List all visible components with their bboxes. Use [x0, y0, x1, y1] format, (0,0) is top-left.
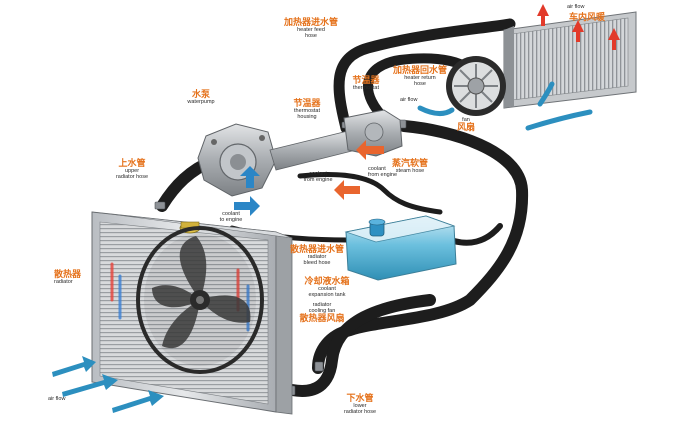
steam-hose: [297, 172, 443, 215]
lower-hose-label: 下水管 lower radiator hose: [343, 394, 377, 416]
airflow-bottom-en: air flow: [48, 396, 66, 402]
airflow-heater-en: air flow: [400, 97, 418, 103]
bleed-hose-label: 散热器进水管 radiator bleed hose: [289, 245, 345, 267]
coolant-expansion-tank: [344, 215, 457, 281]
radiator-airflow-arrows: [52, 356, 164, 413]
cooling-fan-label: radiator cooling fan 散热器风扇: [299, 302, 345, 324]
radiator-en: radiator: [54, 279, 73, 286]
heater-fan: [446, 56, 506, 116]
heater-core: [503, 11, 637, 109]
lower-radiator-hose: [286, 294, 436, 397]
lower-hose-cn: 下水管: [346, 394, 374, 404]
radiator-cn: 散热器: [54, 270, 82, 280]
steam-hose-en: steam hose: [395, 168, 425, 175]
coolant-pipe: [269, 129, 357, 171]
expansion-tank-en: coolant expansion tank: [308, 286, 346, 299]
hoses: [156, 18, 529, 397]
coolant-flow-arrows: [234, 140, 384, 216]
bleed-hose-en: radiator bleed hose: [303, 254, 331, 267]
heater-feed-hose-label: 加热器进水管 heater feed hose: [283, 18, 339, 40]
heater-return-hose-en: heater return hose: [404, 75, 436, 88]
coolant-from-engine-right-label: coolant from engine: [368, 150, 397, 195]
waterpump-cn: 水泵: [191, 90, 210, 100]
thermostat-en: thermostat: [353, 85, 379, 92]
radiator-label: 散热器 radiator: [54, 270, 82, 286]
cabin-air-label: 车内风暖: [569, 13, 606, 23]
airflow-heater-label: air flow: [400, 97, 418, 104]
heater-feed-hose-en: heater feed hose: [297, 27, 325, 40]
waterpump-en: waterpump: [187, 99, 215, 106]
airflow-bottom-label: air flow: [48, 396, 66, 403]
thermostat-label: 节温器 thermostat: [352, 76, 380, 92]
thermostat-cn: 节温器: [352, 76, 380, 86]
coolant-from-engine-right-en: coolant from engine: [368, 165, 398, 178]
coolant-from-engine-left-label: coolant from engine: [303, 171, 333, 184]
expansion-tank-label: 冷却液水箱 coolant expansion tank: [304, 277, 350, 299]
fan-cn: 风扇: [456, 122, 476, 133]
lower-hose-en: lower radiator hose: [343, 403, 377, 416]
coolant-to-engine-label: coolant to engine: [219, 211, 243, 224]
fan-label: fan 风扇: [456, 117, 476, 133]
coolant-to-engine-en: coolant to engine: [219, 211, 243, 223]
cooling-fan-cn: 散热器风扇: [299, 313, 345, 324]
fan-en: fan: [462, 117, 470, 123]
thermostat-housing-label: 节温器 thermostat housing: [293, 99, 321, 121]
heater-feed-hose-cn: 加热器进水管: [283, 18, 339, 28]
upper-hose-en: upper radiator hose: [115, 168, 149, 181]
steam-hose-label: 蒸汽软管 steam hose: [391, 159, 429, 175]
airflow-top-label: air flow: [567, 4, 585, 11]
water-pump: [197, 123, 277, 197]
radiator-cooling-fan: [136, 226, 264, 374]
upper-hose-cn: 上水管: [118, 159, 146, 169]
airflow-top-en: air flow: [567, 4, 585, 10]
cabin-air-cn: 车内风暖: [569, 13, 606, 23]
thermostat-housing: [343, 109, 403, 157]
heater-airflow-arrows: [417, 81, 593, 131]
heater-return-hose: [363, 53, 465, 125]
cooling-fan-en: radiator cooling fan: [308, 302, 336, 314]
hot-air-arrows: [537, 4, 620, 50]
coolant-from-engine-left-en: coolant from engine: [303, 171, 333, 183]
bleed-hose-cn: 散热器进水管: [289, 245, 345, 255]
heater-feed-hose: [333, 18, 516, 134]
thermostat-housing-en: thermostat housing: [294, 108, 320, 121]
heater-return-hose-label: 加热器回水管 heater return hose: [392, 66, 448, 88]
thermostat-housing-cn: 节温器: [293, 99, 321, 109]
upper-hose-label: 上水管 upper radiator hose: [115, 159, 149, 181]
steam-hose-cn: 蒸汽软管: [391, 159, 429, 169]
heater-return-hose-cn: 加热器回水管: [392, 66, 448, 76]
expansion-tank-cn: 冷却液水箱: [304, 277, 350, 287]
waterpump-label: 水泵 waterpump: [187, 90, 215, 106]
